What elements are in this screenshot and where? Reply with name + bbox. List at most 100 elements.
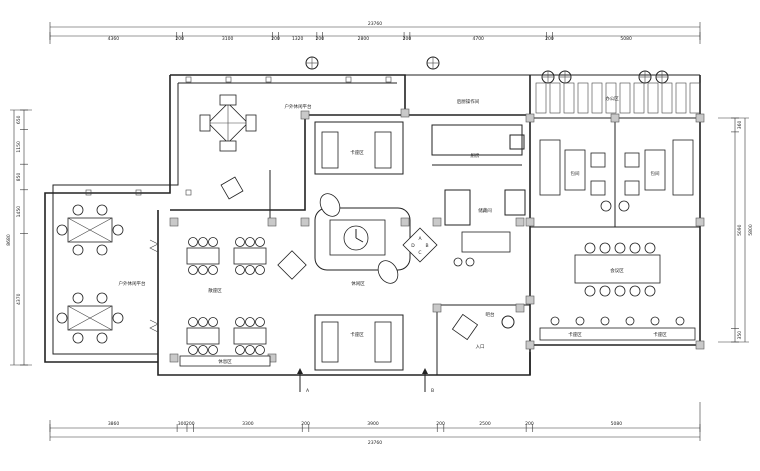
planter-box [591, 82, 603, 114]
planter-box [185, 189, 192, 196]
lounge-label: 休息区 [218, 358, 232, 365]
planter-box [135, 189, 142, 196]
structural-column [267, 217, 277, 227]
service-area-label: 后厨操作间 [457, 98, 480, 105]
dimension-segment: 200 [186, 421, 195, 427]
dining-area-label: 散座区 [208, 287, 222, 294]
dimension-segment: 200 [175, 36, 184, 42]
structural-column [525, 295, 535, 305]
tree-icon [305, 56, 319, 70]
private-right-label: 包间 [651, 170, 660, 177]
chair [550, 316, 560, 326]
table-letter-d: D [411, 243, 415, 249]
dimension-segment: 5080 [611, 421, 623, 427]
section-marker-a: A [306, 388, 310, 394]
stair-marker [149, 319, 159, 333]
lounge-chair [319, 193, 341, 217]
bottom-total-dimension: 23760 [368, 440, 382, 446]
dimension-segment: 3100 [222, 36, 234, 42]
structural-column [169, 353, 179, 363]
dimension-segment: 2800 [358, 36, 370, 42]
dimension-segment: 5080 [620, 36, 632, 42]
tree-icon [655, 70, 669, 84]
chair [675, 316, 685, 326]
chair [599, 242, 611, 254]
armchair [590, 180, 606, 196]
table-letter-c: C [418, 250, 421, 256]
structural-column [695, 113, 705, 123]
terrace-label-top: 户外休闲平台 [285, 103, 312, 110]
dimension-segment: 200 [545, 36, 554, 42]
armchair [624, 180, 640, 196]
plant-icon [501, 315, 515, 329]
sofa-booth-bottom: 卡座区 [314, 314, 404, 371]
planter-box [185, 76, 192, 83]
planter-box [675, 82, 687, 114]
coffee-table [564, 149, 586, 191]
chair [629, 285, 641, 297]
meeting-label: 会议区 [610, 267, 624, 274]
bar-label: 吧台 [486, 311, 495, 318]
table-letter-a: A [418, 236, 422, 242]
meeting-table [574, 254, 661, 284]
sofa-top-label: 卡座区 [350, 149, 364, 156]
structural-column [525, 217, 535, 227]
main-hall: 休闲区 A B C D [277, 193, 438, 287]
sofa-booth-top: 卡座区 [314, 121, 404, 175]
dimension-segment: 3860 [108, 421, 120, 427]
planter-box [633, 82, 645, 114]
lounge-chair [377, 260, 399, 284]
structural-column [169, 217, 179, 227]
dimension-segment: 1150 [16, 141, 22, 153]
left-total-dimension: 8680 [6, 234, 12, 246]
tree-icon [541, 70, 555, 84]
dining-table-set [233, 237, 267, 275]
coffee-table [644, 149, 666, 191]
dimension-segment: 850 [16, 173, 22, 182]
structural-column [695, 217, 705, 227]
private-left-label: 包间 [571, 170, 580, 177]
dining-table-set [186, 237, 220, 275]
outdoor-table-set [199, 94, 257, 152]
dimension-segment: 4700 [472, 36, 484, 42]
chair [614, 242, 626, 254]
tree-icon [426, 56, 440, 70]
terrace-label-left: 户外休闲平台 [119, 280, 146, 287]
chair [625, 316, 635, 326]
chair [575, 316, 585, 326]
lounge-chair [220, 176, 244, 200]
dimension-segment: 4370 [16, 293, 22, 305]
top-terrace: 户外休闲平台 [199, 94, 312, 200]
dimension-segment: 200 [301, 421, 310, 427]
section-marker-b: B [431, 388, 434, 394]
planter-box [535, 82, 547, 114]
sofa [539, 139, 561, 196]
planter-box [385, 76, 392, 83]
planter-box [605, 82, 617, 114]
planter-box [661, 82, 673, 114]
outdoor-table-set [56, 204, 124, 256]
structural-column [432, 303, 442, 313]
planter-box [549, 82, 561, 114]
sofa-left-label: 卡座区 [568, 331, 582, 338]
dimension-segment: 3300 [242, 421, 254, 427]
dimension-segment: 2500 [479, 421, 491, 427]
dimension-segment: 4360 [108, 36, 120, 42]
structural-column [515, 303, 525, 313]
planter-box [225, 76, 232, 83]
dimension-segment: 3900 [367, 421, 379, 427]
chair [600, 200, 612, 212]
structural-column [515, 217, 525, 227]
dimension-segment: 200 [436, 421, 445, 427]
planter-box [563, 82, 575, 114]
generated-furniture [85, 56, 701, 355]
lounge-chair [451, 313, 479, 341]
bar-counter [461, 231, 511, 253]
structural-column [610, 113, 620, 123]
round-table-set [277, 250, 307, 280]
dimension-segment: 200 [525, 421, 534, 427]
armchair [624, 152, 640, 168]
